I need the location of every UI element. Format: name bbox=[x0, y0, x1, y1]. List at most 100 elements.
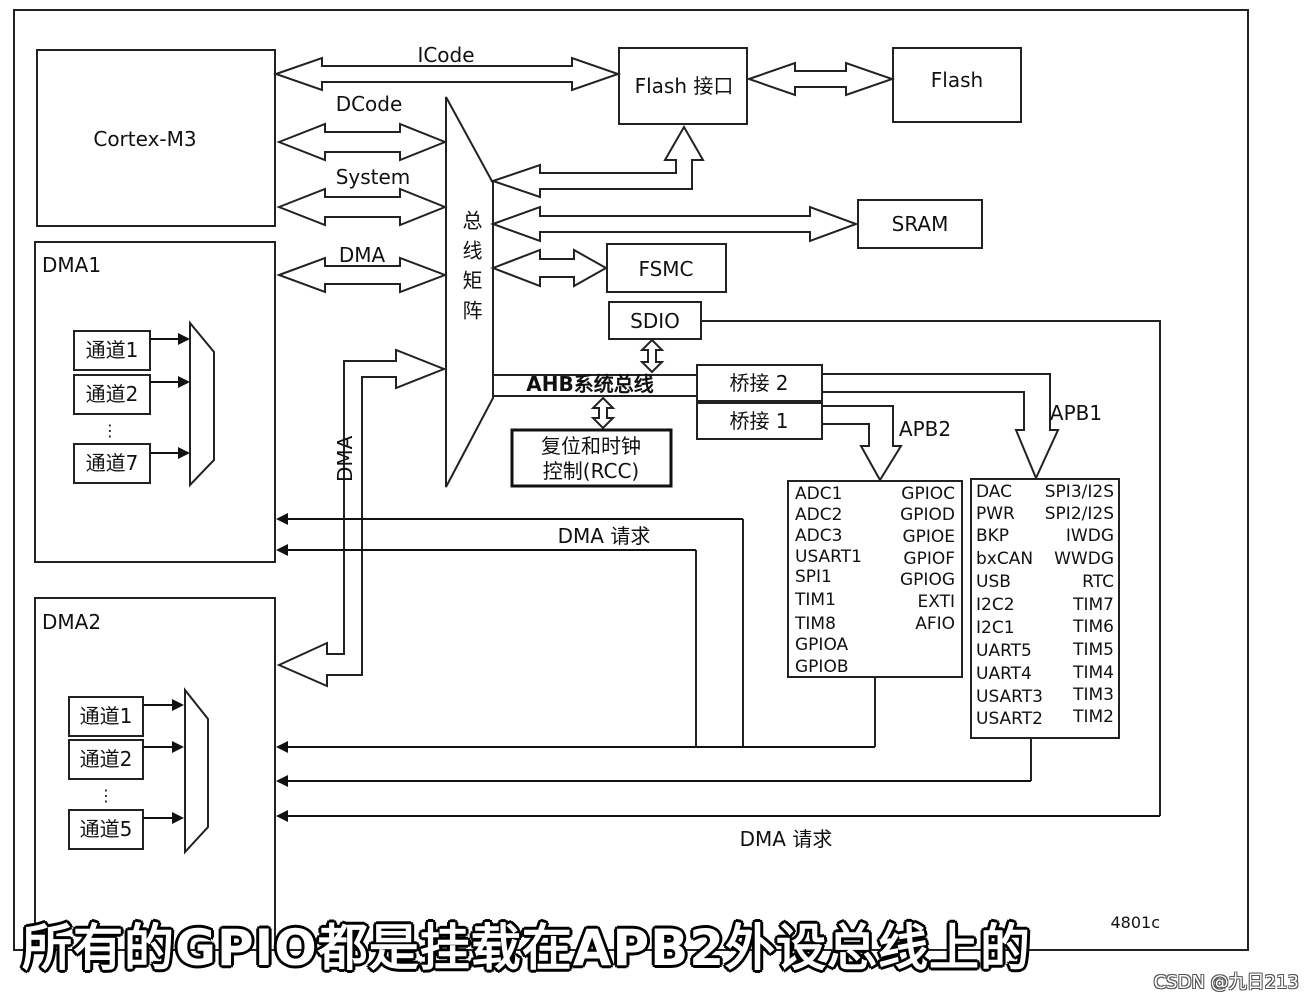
apb1-periph: bxCAN bbox=[976, 549, 1033, 569]
system-arrow bbox=[276, 187, 448, 227]
dma1-channel-1-label: 通道1 bbox=[86, 338, 139, 362]
cortex-m3-label: Cortex-M3 bbox=[93, 127, 196, 151]
dma2-channel-2-label: 通道2 bbox=[80, 747, 133, 771]
matrix-fsmc-arrow bbox=[490, 248, 609, 288]
bridge1-label: 桥接 1 bbox=[729, 409, 788, 433]
matrix-sram-arrow bbox=[490, 205, 859, 243]
apb2-periph: TIM1 bbox=[794, 590, 836, 610]
apb1-periph: TIM4 bbox=[1072, 663, 1114, 683]
apb2-periph: AFIO bbox=[915, 614, 955, 634]
sdio-label: SDIO bbox=[630, 309, 680, 333]
icode-label: ICode bbox=[417, 43, 474, 67]
system-label: System bbox=[336, 165, 411, 189]
dma-bus-arrow bbox=[276, 256, 448, 294]
apb1-periph: USB bbox=[976, 572, 1011, 592]
apb2-periph: GPIOB bbox=[795, 657, 848, 677]
dma-bus-label: DMA bbox=[339, 243, 386, 267]
apb2-periph: ADC3 bbox=[795, 526, 842, 546]
csdn-watermark: CSDN @九日213 bbox=[1153, 972, 1299, 993]
flash-interface-label: Flash 接口 bbox=[635, 74, 734, 98]
apb1-periph: SPI3/I2S bbox=[1045, 482, 1114, 502]
sdio-box bbox=[608, 301, 702, 340]
dma2-channel-5 bbox=[68, 809, 144, 850]
sdio-ahb-arrow bbox=[639, 338, 665, 374]
dma2-channel-5-label: 通道5 bbox=[80, 817, 133, 841]
bus-matrix-label: 总线矩阵 bbox=[459, 210, 483, 330]
outer-frame bbox=[13, 9, 1249, 951]
apb1-periph: TIM7 bbox=[1072, 595, 1114, 615]
apb1-periph: I2C1 bbox=[976, 618, 1015, 638]
dma1-mux bbox=[189, 320, 215, 488]
bridge2-label: 桥接 2 bbox=[729, 371, 788, 395]
apb2-periph: USART1 bbox=[795, 547, 862, 567]
apb1-periph: RTC bbox=[1082, 572, 1114, 592]
fsmc-label: FSMC bbox=[638, 257, 693, 281]
figure-id: 4801c bbox=[1110, 913, 1160, 932]
dma1-channel-2 bbox=[73, 374, 151, 415]
apb2-periph: TIM8 bbox=[794, 614, 836, 634]
apb1-periph: UART4 bbox=[976, 664, 1032, 684]
apb2-label: APB2 bbox=[899, 417, 951, 441]
flash-link-arrow bbox=[745, 61, 896, 97]
dma1-channel-2-label: 通道2 bbox=[86, 382, 139, 406]
apb2-periph: GPIOC bbox=[901, 484, 955, 504]
apb1-left-list: DAC PWR BKP bxCAN USB I2C2 I2C1 UART5 UA… bbox=[976, 482, 1043, 729]
apb1-periph: TIM5 bbox=[1072, 640, 1114, 660]
sram-label: SRAM bbox=[892, 212, 949, 236]
dma1-title: DMA1 bbox=[42, 253, 101, 277]
dma1-channel-7-label: 通道7 bbox=[86, 451, 139, 475]
ahb-rcc-arrow bbox=[590, 396, 616, 430]
dma-request-label-1: DMA 请求 bbox=[558, 524, 651, 548]
apb2-periph: GPIOE bbox=[902, 527, 955, 547]
apb1-periph: SPI2/I2S bbox=[1045, 504, 1114, 524]
apb2-periph: ADC1 bbox=[795, 484, 842, 504]
flash-box bbox=[892, 47, 1022, 123]
apb1-periph: PWR bbox=[976, 504, 1015, 524]
apb1-peripherals-box bbox=[970, 478, 1120, 739]
apb1-arrow bbox=[821, 373, 1060, 481]
rcc-label-line1: 复位和时钟 bbox=[541, 434, 641, 458]
dma1-channel-1 bbox=[73, 330, 151, 371]
dma1-channel-7 bbox=[73, 443, 151, 484]
rcc-box bbox=[510, 428, 673, 488]
dma2-title: DMA2 bbox=[42, 610, 101, 634]
dcode-arrow bbox=[276, 122, 448, 162]
apb1-periph: I2C2 bbox=[976, 595, 1015, 615]
apb1-periph: BKP bbox=[976, 526, 1009, 546]
apb1-periph: DAC bbox=[976, 482, 1012, 502]
rcc-label-line2: 控制(RCC) bbox=[543, 459, 639, 483]
sdio-req-line bbox=[701, 320, 1161, 816]
dma-request-label-2: DMA 请求 bbox=[740, 827, 833, 851]
apb2-arrow bbox=[821, 405, 903, 482]
apb2-periph: GPIOG bbox=[900, 570, 955, 590]
apb1-periph: TIM6 bbox=[1072, 617, 1114, 637]
dma-vertical-label: DMA bbox=[333, 435, 357, 482]
flash-interface-box bbox=[618, 47, 748, 125]
apb1-periph: IWDG bbox=[1066, 526, 1114, 546]
apb1-right-list: SPI3/I2S SPI2/I2S IWDG WWDG RTC TIM7 TIM… bbox=[1045, 482, 1114, 727]
apb2-periph: GPIOA bbox=[795, 635, 849, 655]
apb2-periph: SPI1 bbox=[795, 567, 832, 587]
flash-label: Flash bbox=[931, 68, 983, 92]
apb1-periph: TIM3 bbox=[1072, 685, 1114, 705]
video-subtitle: 所有的GPIO都是挂载在APB2外设总线上的 bbox=[22, 919, 1032, 977]
apb1-periph: UART5 bbox=[976, 641, 1032, 661]
apb2-periph: EXTI bbox=[918, 592, 956, 612]
dma1-box bbox=[34, 241, 276, 563]
ahb-label: AHB系统总线 bbox=[526, 372, 653, 396]
apb2-peripherals-box bbox=[787, 480, 963, 678]
apb2-periph: ADC2 bbox=[795, 505, 842, 525]
bridge2-box bbox=[696, 364, 823, 402]
apb1-periph: WWDG bbox=[1054, 549, 1114, 569]
apb2-periph: GPIOD bbox=[900, 505, 955, 525]
apb1-periph: USART2 bbox=[976, 709, 1043, 729]
cortex-m3-box bbox=[36, 49, 276, 227]
apb2-left-list: ADC1 ADC2 ADC3 USART1 SPI1 TIM1 TIM8 GPI… bbox=[794, 484, 862, 677]
dma2-channel-2 bbox=[68, 739, 144, 780]
apb2-periph: GPIOF bbox=[903, 549, 955, 569]
dma1-ellipsis: ⋮ bbox=[102, 421, 118, 440]
icode-arrow bbox=[272, 56, 622, 92]
apb1-label: APB1 bbox=[1050, 401, 1102, 425]
apb1-periph: TIM2 bbox=[1072, 707, 1114, 727]
